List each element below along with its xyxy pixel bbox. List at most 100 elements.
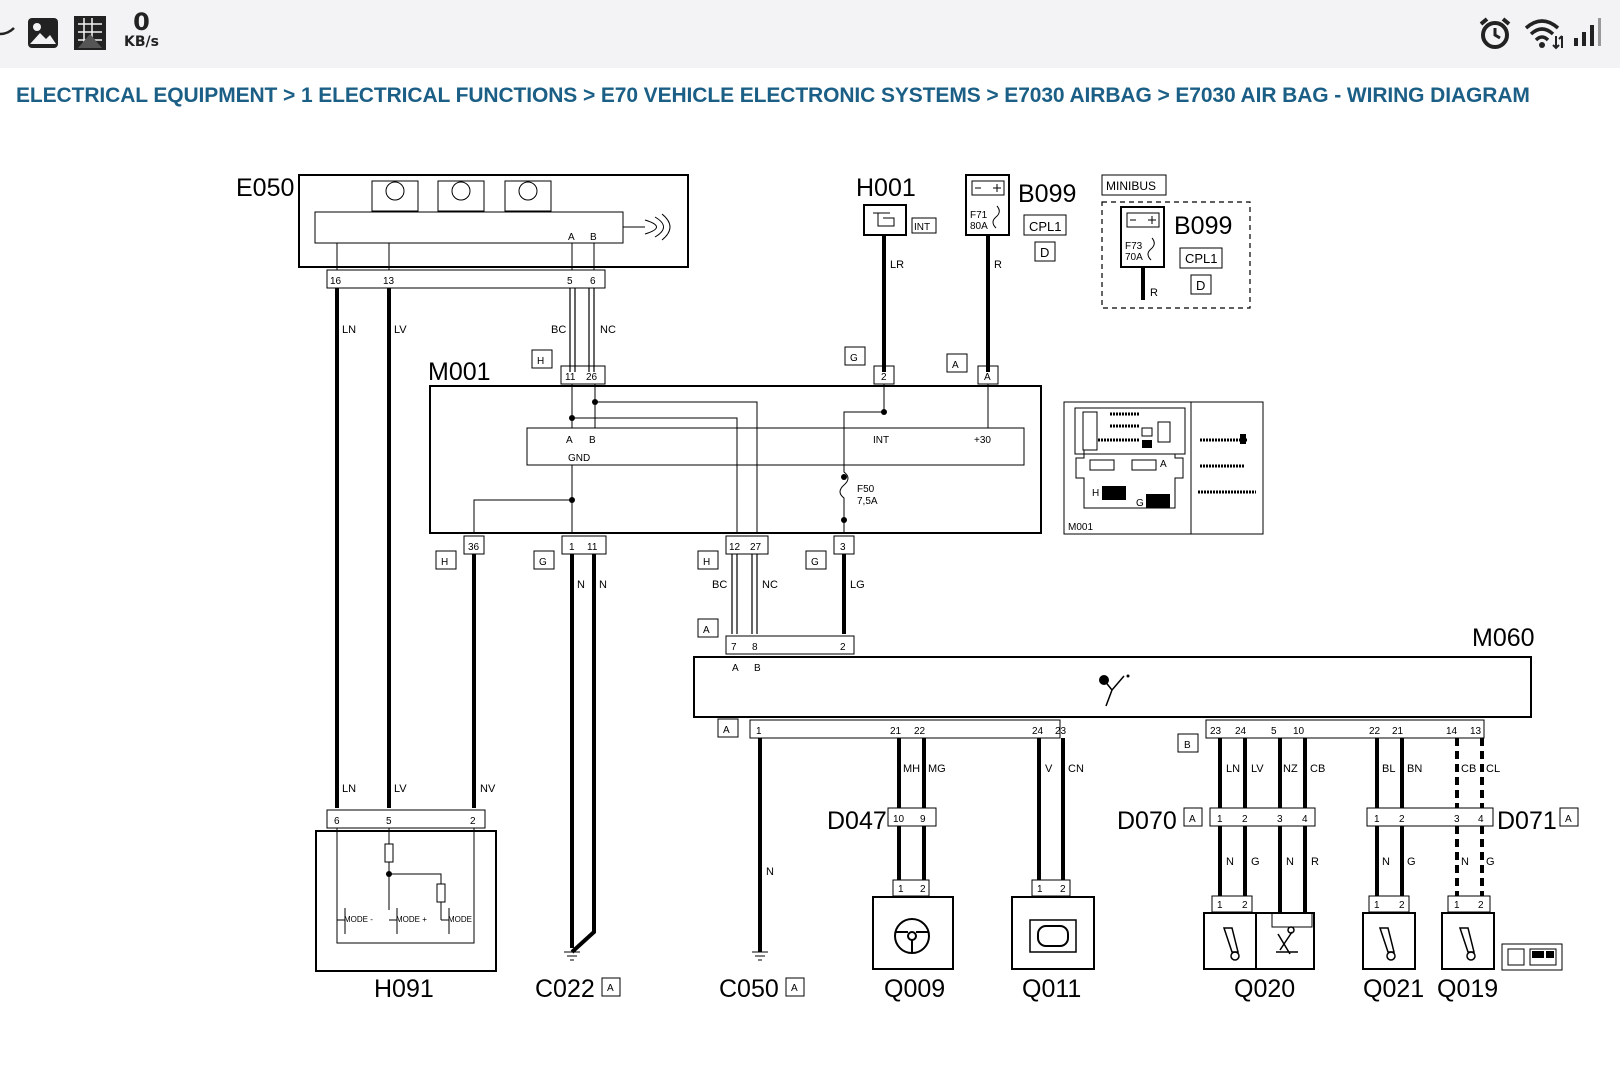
- wire-label-bn: BN: [1407, 763, 1422, 775]
- battery-icon: [971, 180, 1005, 196]
- ground-c022[interactable]: C022 A: [535, 975, 621, 1003]
- wiring-diagram[interactable]: E050 A B 16 13 5 6 LN LV LN LV BC NC H: [0, 130, 1620, 1030]
- h001-label: H001: [856, 174, 916, 202]
- m001-pin-27: 27: [750, 542, 762, 553]
- wires-m001-m060: BC NC LG: [712, 554, 865, 634]
- m001-pin-26: 26: [586, 372, 598, 383]
- seat-switch-icon: [451, 181, 471, 201]
- m060-pin-8: 8: [752, 642, 758, 653]
- inset-g-tag: G: [1136, 498, 1144, 509]
- h091-pin-2: 2: [470, 816, 476, 827]
- status-bar: 0 KB/s: [0, 0, 1620, 68]
- b099-minibus-cpl1-tag: CPL1: [1185, 251, 1218, 266]
- q009-label: Q009: [884, 975, 945, 1003]
- m001-plus30-label: +30: [974, 435, 991, 446]
- wire-label-nz: NZ: [1283, 763, 1298, 775]
- m001-pin-36: 36: [468, 542, 480, 553]
- wire-label-lv: LV: [394, 783, 407, 795]
- breadcrumb-item-electrical-equipment[interactable]: ELECTRICAL EQUIPMENT: [16, 84, 278, 107]
- m001-locator-inset: H G A M001: [1063, 401, 1264, 535]
- breadcrumb-item-wiring-diagram[interactable]: E7030 AIR BAG - WIRING DIAGRAM: [1175, 84, 1530, 107]
- connector-d070[interactable]: LN LV NZ CB D070 A 1 2 3 4 N G N R: [1117, 738, 1325, 912]
- wire-label-n: N: [1226, 856, 1234, 868]
- wire-label-cn: CN: [1068, 763, 1084, 775]
- m001-pin-11b: 11: [587, 542, 598, 553]
- back-arrow-icon[interactable]: [0, 22, 16, 42]
- c050-label: C050: [719, 975, 779, 1003]
- d071-label: D071: [1497, 807, 1557, 835]
- d070-pin-3: 3: [1277, 814, 1283, 825]
- d071-a-tag: A: [1565, 814, 1572, 825]
- d071-pin-4: 4: [1478, 814, 1484, 825]
- m001-pin-1: 1: [569, 542, 575, 553]
- wire-label-lv: LV: [1251, 763, 1264, 775]
- m001-inner-b: B: [589, 435, 596, 446]
- d047-pin-10: 10: [893, 814, 905, 825]
- breadcrumb-separator: >: [582, 84, 601, 107]
- breadcrumb-item-airbag[interactable]: E7030 AIRBAG: [1004, 84, 1152, 107]
- q020-pin-1: 1: [1217, 900, 1223, 911]
- component-e050[interactable]: E050 A B 16 13 5 6: [236, 174, 689, 289]
- connector-tag-a: A: [723, 725, 730, 736]
- h091-pin-5: 5: [386, 816, 392, 827]
- connector-d071[interactable]: BL BN CB CL 1 2 3 4 D071 A N G N G: [1366, 738, 1579, 896]
- m001-label: M001: [428, 358, 491, 386]
- breadcrumb: ELECTRICAL EQUIPMENT > 1 ELECTRICAL FUNC…: [16, 84, 1530, 108]
- wire-label-r: R: [1311, 856, 1319, 868]
- component-b099[interactable]: F71 80A B099 CPL1 D R: [965, 174, 1076, 372]
- connector-d047[interactable]: MH MG D047 10 9: [827, 738, 946, 880]
- wire-label-n: N: [599, 579, 607, 591]
- m060-pin-21b: 21: [1392, 726, 1404, 737]
- inset-h-tag: H: [1092, 488, 1099, 499]
- ground-c050[interactable]: C050 A: [719, 975, 805, 1003]
- wire-label-bl: BL: [1382, 763, 1395, 775]
- component-b099-minibus[interactable]: MINIBUS F73 70A B099 CPL1 D R: [1101, 174, 1251, 309]
- battery-icon: [1126, 212, 1160, 228]
- wire-label-v: V: [1045, 763, 1053, 775]
- wifi-icon: [1524, 19, 1563, 50]
- d071-pin-1: 1: [1374, 814, 1380, 825]
- e050-inner-pin-b: B: [590, 232, 597, 243]
- connector-tag-a: A: [952, 360, 959, 371]
- component-m001[interactable]: M001 11 26 2 A A B GND INT +30 F50 7,5A …: [428, 358, 1042, 555]
- m060-pin-13: 13: [1470, 726, 1482, 737]
- fuse-f73-rating: 70A: [1125, 252, 1143, 263]
- steering-wheel-icon: [894, 918, 930, 954]
- m001-pin-3: 3: [840, 542, 846, 553]
- component-q009[interactable]: 1 2 Q009: [872, 879, 954, 1003]
- d047-label: D047: [827, 807, 887, 835]
- network-speed: 0 KB/s: [124, 10, 159, 50]
- wire-label-cl: CL: [1486, 763, 1500, 775]
- component-m060[interactable]: A 7 8 2 M060 A B A B 1 21 22 24 23 23 24…: [693, 618, 1535, 753]
- component-h091[interactable]: 6 5 2 MODE - MODE + MODE H091: [315, 809, 497, 1003]
- breadcrumb-separator: >: [1157, 84, 1176, 107]
- e050-label: E050: [236, 174, 294, 202]
- component-h001[interactable]: H001 INT LR: [856, 174, 937, 372]
- wire-label-r: R: [994, 259, 1002, 271]
- breadcrumb-item-vehicle-electronic-systems[interactable]: E70 VEHICLE ELECTRONIC SYSTEMS: [600, 84, 981, 107]
- connector-tag-h: H: [703, 557, 710, 568]
- connector-tag-g: G: [850, 353, 858, 364]
- connector-tag-g: G: [539, 557, 547, 568]
- e050-pin-16: 16: [330, 276, 342, 287]
- d070-pin-2: 2: [1242, 814, 1248, 825]
- c050-a-tag: A: [791, 983, 798, 994]
- vehicle-variant-icon: [1501, 943, 1563, 971]
- component-q020[interactable]: 1 2 Q020: [1203, 895, 1315, 1003]
- component-q021[interactable]: 1 2 Q021: [1362, 895, 1424, 1003]
- breadcrumb-item-electrical-functions[interactable]: 1 ELECTRICAL FUNCTIONS: [300, 84, 578, 107]
- q009-pin-1: 1: [898, 884, 904, 895]
- d070-pin-1: 1: [1217, 814, 1223, 825]
- m060-pin-1: 1: [756, 726, 762, 737]
- m001-pin-a: A: [984, 372, 991, 383]
- steering-switch-icon: [385, 181, 405, 201]
- connector-tag-g: G: [811, 557, 819, 568]
- m001-int-label: INT: [873, 435, 889, 446]
- component-q019[interactable]: 1 2 Q019: [1437, 895, 1563, 1003]
- m060-inner-a: A: [732, 663, 739, 674]
- m001-inner-a: A: [566, 435, 573, 446]
- connector-tag-h: H: [441, 557, 448, 568]
- image-icon: [28, 18, 58, 48]
- wire-label-nc: NC: [762, 579, 778, 591]
- component-q011[interactable]: V CN 1 2 Q011: [1011, 738, 1095, 1003]
